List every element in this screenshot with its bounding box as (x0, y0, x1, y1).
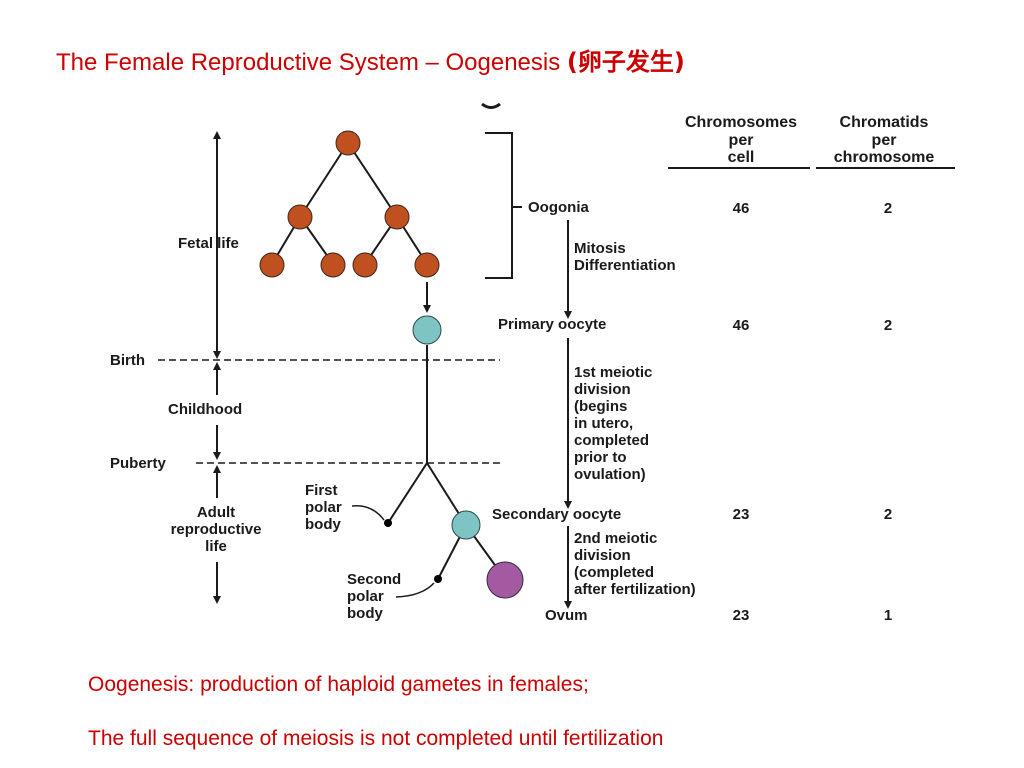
primary-oocyte-cell (412, 315, 442, 345)
fetal-life-label: Fetal life (178, 235, 239, 252)
meiosis-2-label-4: after fertilization) (574, 581, 696, 598)
first-polar-body-label-1: First (305, 482, 338, 499)
oogonium-cell (259, 252, 285, 278)
life-stage-labels: Fetal life Birth Childhood Puberty Adult… (110, 235, 261, 555)
primary-oocyte-chromosomes: 46 (733, 317, 750, 334)
mitosis-label-2: Differentiation (574, 257, 676, 274)
chromosomes-header-1: Chromosomes (685, 114, 797, 131)
meiosis-1-label-5: completed (574, 432, 649, 449)
meiosis-1-label-2: division (574, 381, 631, 398)
meiosis-2-label-3: (completed (574, 564, 654, 581)
second-polar-body (434, 575, 442, 583)
childhood-label: Childhood (168, 401, 242, 418)
second-polar-body-label-1: Second (347, 571, 401, 588)
meiosis-1-label-4: in utero, (574, 415, 633, 432)
ovum-label: Ovum (545, 607, 588, 624)
secondary-oocyte-chromatids: 2 (884, 506, 892, 523)
table-values: 46 2 46 2 23 2 23 1 (733, 200, 893, 624)
primary-oocyte-chromatids: 2 (884, 317, 892, 334)
secondary-oocyte-label: Secondary oocyte (492, 506, 621, 523)
oogonium-cell (335, 130, 361, 156)
chromatids-header-2: per (872, 132, 897, 149)
first-polar-body (384, 519, 392, 527)
ovum-cell (486, 561, 524, 599)
secondary-oocyte-chromosomes: 23 (733, 506, 750, 523)
secondary-oocyte-cell (451, 510, 481, 540)
ovum-chromatids: 1 (884, 607, 892, 624)
oogonium-cell (287, 204, 313, 230)
second-polar-body-label-2: polar (347, 588, 384, 605)
meiosis-2-label-1: 2nd meiotic (574, 530, 657, 547)
first-polar-body-label-2: polar (305, 499, 342, 516)
cell-stage-labels: Oogonia Primary oocyte Secondary oocyte … (492, 199, 621, 624)
first-polar-body-leader (351, 505, 385, 521)
caption-oogenesis-definition: Oogenesis: production of haploid gametes… (88, 673, 589, 696)
chromosomes-header-3: cell (728, 149, 755, 166)
ovum-chromosomes: 23 (733, 607, 750, 624)
polar-body-labels: First polar body Second polar body (305, 482, 401, 622)
slide-title-chinese: (卵子发生) (566, 48, 685, 76)
table-headers: Chromosomes per cell Chromatids per chro… (685, 114, 934, 166)
mitosis-label-1: Mitosis (574, 240, 626, 257)
oogonia-label: Oogonia (528, 199, 589, 216)
birth-label: Birth (110, 352, 145, 369)
caption-meiosis-completion: The full sequence of meiosis is not comp… (88, 727, 664, 750)
oogonium-cell (352, 252, 378, 278)
oogonium-cell (414, 252, 440, 278)
primary-oocyte-label: Primary oocyte (498, 316, 606, 333)
second-polar-body-label-3: body (347, 605, 383, 622)
second-polar-body-leader (395, 582, 435, 598)
oogonium-cell (320, 252, 346, 278)
meiosis-1-label-3: (begins (574, 398, 627, 415)
oogonium-cell (384, 204, 410, 230)
first-polar-body-label-3: body (305, 516, 341, 533)
chromatids-header-3: chromosome (834, 149, 935, 166)
chromatids-header-1: Chromatids (840, 114, 929, 131)
adult-label-2: reproductive (171, 521, 262, 538)
meiosis-1-label-6: prior to (574, 449, 627, 466)
cropped-mark (481, 102, 501, 109)
puberty-label: Puberty (110, 455, 167, 472)
meiosis-1-label-1: 1st meiotic (574, 364, 652, 381)
meiosis-1-label-7: ovulation) (574, 466, 646, 483)
oogonia-bracket (485, 132, 522, 279)
adult-label-1: Adult (197, 504, 235, 521)
adult-label-3: life (205, 538, 227, 555)
slide-title-text: The Female Reproductive System – Oogenes… (56, 49, 567, 76)
process-labels: Mitosis Differentiation 1st meiotic divi… (574, 240, 696, 598)
slide-title: The Female Reproductive System – Oogenes… (56, 42, 685, 77)
oogonia-chromatids: 2 (884, 200, 892, 217)
chromosomes-header-2: per (729, 132, 754, 149)
oogonia-chromosomes: 46 (733, 200, 750, 217)
meiosis-2-label-2: division (574, 547, 631, 564)
oogonia-cells (259, 130, 440, 278)
